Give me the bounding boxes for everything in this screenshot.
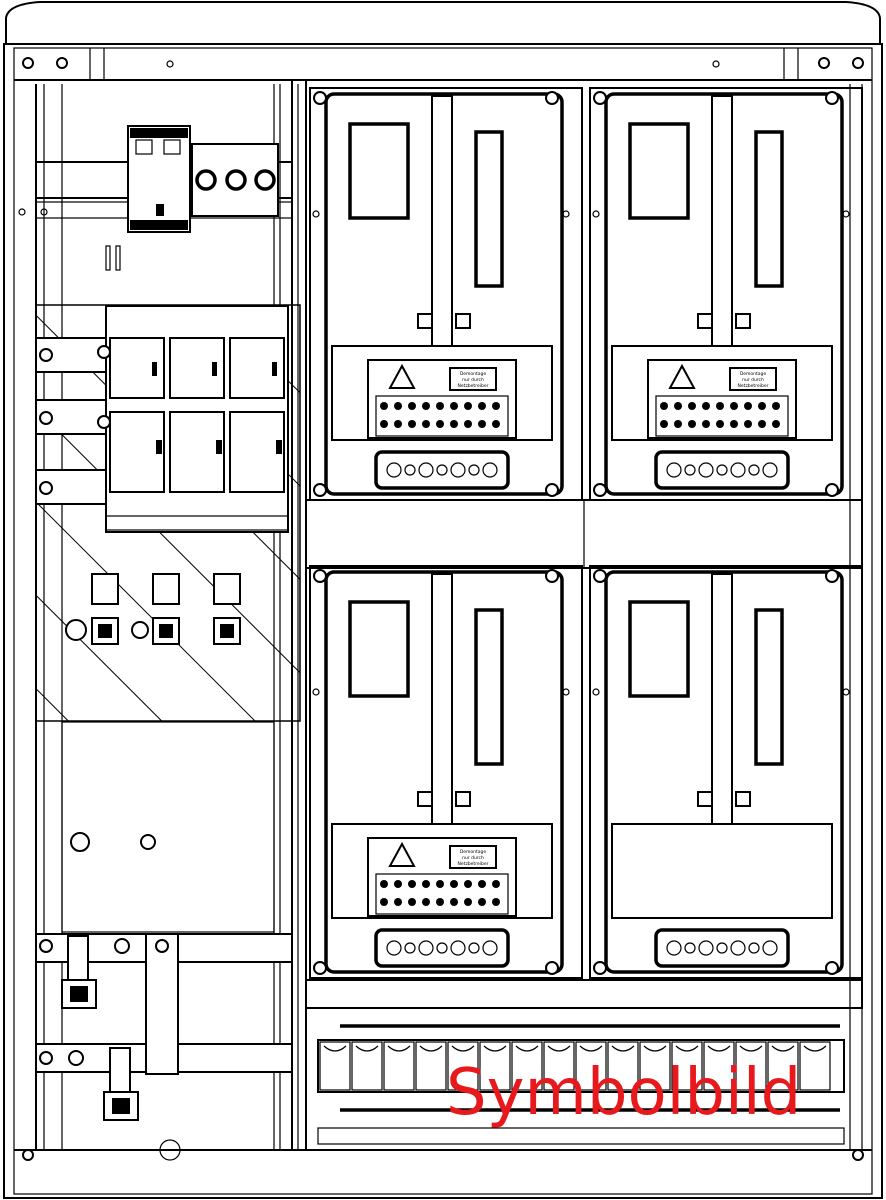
circuit-breaker xyxy=(479,1041,511,1091)
terminal-label: nur durch xyxy=(462,855,484,861)
screw-icon xyxy=(313,569,327,583)
screw-icon xyxy=(545,91,559,105)
cable-lugs xyxy=(65,573,241,645)
circuit-breaker xyxy=(703,1041,735,1091)
screw-icon xyxy=(825,961,839,975)
circuit-breaker xyxy=(511,1041,543,1091)
cable-gland xyxy=(654,450,790,490)
circuit-breaker xyxy=(639,1041,671,1091)
terminal-label: Demontage xyxy=(740,371,767,377)
main-fuse-switch xyxy=(105,305,289,533)
terminal-label: Demontage xyxy=(460,371,487,377)
busbar-left xyxy=(35,337,111,505)
screw-icon xyxy=(313,961,327,975)
terminal-label: nur durch xyxy=(742,377,764,383)
terminal-label: Demontage xyxy=(460,849,487,855)
cable-gland xyxy=(374,928,510,968)
circuit-breaker xyxy=(767,1041,799,1091)
screw-icon xyxy=(825,91,839,105)
cabinet-housing xyxy=(3,43,883,1199)
terminal-label: Netzbetreiber xyxy=(458,383,489,389)
screw-icon xyxy=(313,91,327,105)
knockout xyxy=(70,832,90,852)
screw-icon xyxy=(825,569,839,583)
warning-icon xyxy=(668,363,696,389)
circuit-breaker xyxy=(671,1041,703,1091)
screw-icon xyxy=(593,961,607,975)
circuit-breaker xyxy=(351,1041,383,1091)
screw-icon xyxy=(593,569,607,583)
circuit-breaker xyxy=(415,1041,447,1091)
circuit-breaker xyxy=(319,1041,351,1091)
circuit-breaker xyxy=(447,1041,479,1091)
screw-icon xyxy=(313,483,327,497)
screw-icon xyxy=(593,483,607,497)
cabinet-lid xyxy=(5,0,881,45)
surge-protector xyxy=(127,125,191,233)
bottom-din-rail-area xyxy=(305,979,863,1145)
circuit-breaker xyxy=(735,1041,767,1091)
blank-plate xyxy=(61,721,275,933)
screw-icon xyxy=(593,91,607,105)
terminal-blocks xyxy=(191,143,279,217)
circuit-breaker xyxy=(383,1041,415,1091)
pe-n-busbars xyxy=(35,933,293,1161)
terminal-label: Netzbetreiber xyxy=(458,861,489,867)
screw-icon xyxy=(545,569,559,583)
symbolbild-watermark: Symbolbild xyxy=(446,1056,801,1130)
terminal-label: nur durch xyxy=(462,377,484,383)
screw-icon xyxy=(545,961,559,975)
warning-icon xyxy=(388,841,416,867)
circuit-breaker xyxy=(607,1041,639,1091)
terminal-label: Netzbetreiber xyxy=(738,383,769,389)
inner-frame xyxy=(13,47,873,1195)
screw-icon xyxy=(825,483,839,497)
circuit-breaker xyxy=(799,1041,831,1091)
cable-gland xyxy=(374,450,510,490)
warning-icon xyxy=(388,363,416,389)
screw-icon xyxy=(545,483,559,497)
circuit-breaker xyxy=(543,1041,575,1091)
mount-screws xyxy=(22,57,864,1161)
circuit-breaker xyxy=(575,1041,607,1091)
cable-gland xyxy=(654,928,790,968)
meter-module-bottom-right xyxy=(589,565,863,979)
